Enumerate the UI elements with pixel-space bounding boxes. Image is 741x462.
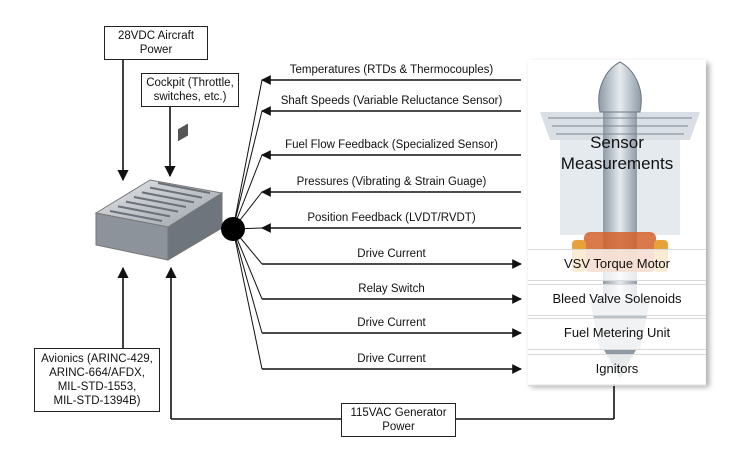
generator-line1: 115VAC Generator [350,407,447,419]
avionics-line1: Avionics (ARINC-429, [41,353,153,365]
actuator-band [528,318,706,350]
avionics-box: Avionics (ARINC-429, ARINC-664/AFDX, MIL… [34,348,160,412]
signal-label: Relay Switch [358,283,425,295]
power-28vdc-line2: Power [139,44,173,56]
heat-sink-fin [109,210,163,222]
heat-sink-fin [157,182,211,194]
sensor-label-line1: Sensor [590,133,644,152]
signal-hub-node [221,217,245,241]
cockpit-box: Cockpit (Throttle, switches, etc.) [141,73,239,107]
actuator-band [528,354,706,386]
engine-fan-blades [548,117,692,135]
engine-spinner [598,61,642,113]
signal-label: Drive Current [357,248,426,260]
signal-label: Drive Current [357,317,426,329]
heat-sink-fin [133,196,187,208]
heat-sink-fin [149,186,203,199]
signal-fan-line [232,154,263,230]
cockpit-line1: Cockpit (Throttle, [146,77,234,89]
heat-sink-fin [117,205,171,218]
cockpit-line2: switches, etc.) [153,91,227,103]
power-28vdc-box: 28VDC Aircraft Power [104,26,208,60]
heat-sink-fin [125,200,179,213]
heat-sink-fin [141,191,195,204]
actuator-label: VSV Torque Motor [564,256,670,271]
actuator-band [528,284,706,316]
engine-controller-unit [94,123,224,261]
signal-label: Position Feedback (LVDT/RVDT) [307,212,476,224]
signal-fan-line [232,79,263,230]
signal-label: Pressures (Vibrating & Strain Guage) [296,176,487,188]
actuator-label: Ignitors [595,361,639,376]
actuator-band [528,249,706,281]
avionics-line4: MIL-STD-1394B) [53,395,141,407]
avionics-line3: MIL-STD-1553, [57,381,137,393]
sensor-label-line2: Measurements [560,154,674,173]
signal-label: Fuel Flow Feedback (Specialized Sensor) [285,139,498,151]
power-28vdc-line1: 28VDC Aircraft [117,30,195,42]
signal-label: Shaft Speeds (Variable Reluctance Sensor… [280,95,503,107]
signal-fan-line [232,228,263,300]
signal-fan-line [232,110,263,230]
avionics-line2: ARINC-664/AFDX, [49,367,145,379]
actuator-label: Bleed Valve Solenoids [552,291,682,306]
generator-box: 115VAC Generator Power [341,403,456,437]
source-lines [117,60,615,420]
signal-fan-line [232,228,263,370]
signal-label: Temperatures (RTDs & Thermocouples) [289,64,494,76]
signal-lines [232,75,522,374]
signal-fan-line [232,228,263,334]
sensor-measurements-label: Sensor Measurements [528,132,706,174]
signal-label: Drive Current [357,353,426,365]
generator-line2: Power [382,421,415,433]
actuator-label: Fuel Metering Unit [563,325,671,340]
